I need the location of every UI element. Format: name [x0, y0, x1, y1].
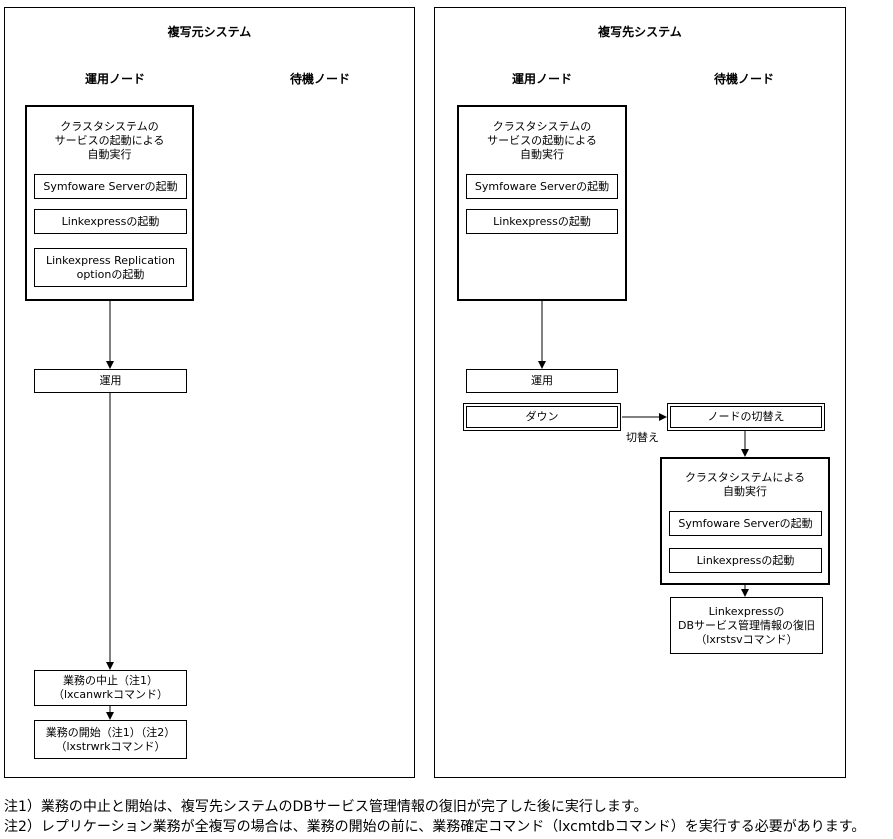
source-standby-node-label: 待機ノード	[289, 72, 350, 86]
note-1: 注1）業務の中止と開始は、複写先システムのDBサービス管理情報の復旧が完了した後…	[4, 799, 648, 815]
destination-standby-group-title: クラスタシステムによる 自動実行	[684, 471, 806, 498]
destination-standby-step-symfoware: Symfoware Serverの起動	[669, 511, 822, 536]
destination-node-switch-box: ノードの切替え	[667, 403, 825, 431]
destination-system-title: 複写先システム	[598, 25, 682, 39]
source-stop-business-box: 業務の中止（注1） （lxcanwrkコマンド）	[34, 670, 187, 706]
destination-operation-box: 運用	[466, 369, 618, 393]
destination-standby-step-linkexpress: Linkexpressの起動	[669, 548, 822, 573]
source-step-linkexpress: Linkexpressの起動	[34, 209, 187, 234]
destination-step-symfoware: Symfoware Serverの起動	[466, 174, 618, 199]
note-2: 注2）レプリケーション業務が全複写の場合は、業務の開始の前に、業務確定コマンド（…	[4, 819, 866, 835]
source-operation-box: 運用	[34, 369, 187, 393]
destination-down-box: ダウン	[463, 403, 621, 431]
source-group-title: クラスタシステムの サービスの起動による 自動実行	[54, 120, 165, 161]
source-step-replication-option: Linkexpress Replication optionの起動	[34, 248, 187, 287]
source-step-symfoware: Symfoware Serverの起動	[34, 174, 187, 199]
source-active-node-label: 運用ノード	[84, 72, 145, 86]
switch-label: 切替え	[626, 431, 659, 444]
destination-active-node-label: 運用ノード	[511, 72, 572, 86]
destination-standby-node-label: 待機ノード	[713, 72, 774, 86]
destination-step-linkexpress: Linkexpressの起動	[466, 209, 618, 234]
source-start-business-box: 業務の開始（注1）（注2） （lxstrwrkコマンド）	[34, 720, 187, 759]
source-system-title: 複写元システム	[167, 25, 252, 39]
destination-cluster-auto-exec-group: クラスタシステムの サービスの起動による 自動実行	[457, 105, 627, 301]
destination-restore-box: Linkexpressの DBサービス管理情報の復旧 （lxrstsvコマンド）	[670, 597, 823, 654]
destination-group-title: クラスタシステムの サービスの起動による 自動実行	[487, 120, 597, 161]
